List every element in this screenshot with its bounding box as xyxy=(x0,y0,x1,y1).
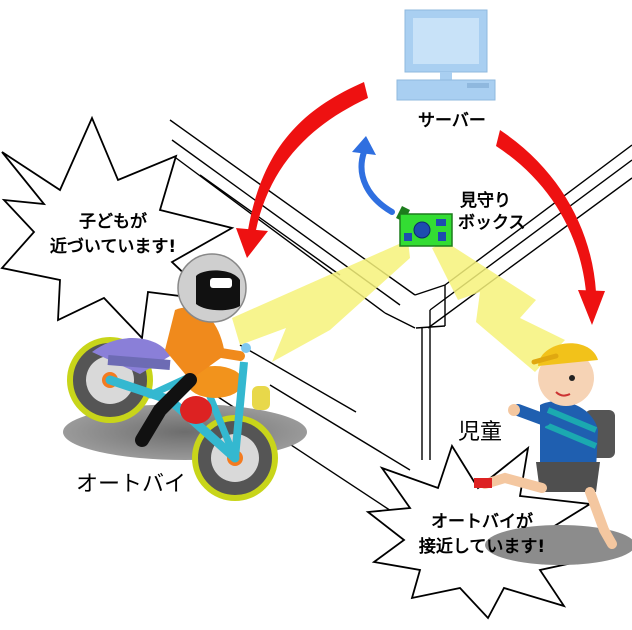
child-label: 児童 xyxy=(458,420,503,445)
rider-speech-burst xyxy=(0,115,235,340)
rider-bubble-text: 子どもが 近づいています! xyxy=(38,210,188,260)
watch-box-icon xyxy=(396,206,453,247)
rider-bubble-line1: 子どもが xyxy=(79,212,147,232)
arrow-server-to-child xyxy=(496,130,596,292)
arrow-server-to-rider xyxy=(248,82,368,230)
child-bubble-text: オートバイが 接近しています! xyxy=(402,510,562,560)
motorcycle-label: オートバイ xyxy=(76,472,187,497)
blue-arrow xyxy=(352,136,395,215)
server-label: サーバー xyxy=(418,111,486,131)
watch-box-label-line2: ボックス xyxy=(458,213,526,233)
server-computer-icon xyxy=(396,9,496,101)
rider-bubble-line2: 近づいています! xyxy=(49,237,177,257)
watch-box-label-line1: 見守り xyxy=(460,191,511,211)
child-speech-burst xyxy=(365,443,593,620)
arrow-server-to-rider-head xyxy=(236,228,268,258)
light-beams xyxy=(232,240,565,372)
arrow-server-to-child-head xyxy=(578,290,605,325)
beam-to-rider xyxy=(232,240,410,362)
motorcycle-rider-illustration xyxy=(63,253,307,501)
corridor-lines xyxy=(169,119,632,531)
child-bubble-line2: 接近しています! xyxy=(418,537,546,557)
red-arrows xyxy=(236,82,605,325)
child-illustration xyxy=(474,343,632,565)
beam-to-child xyxy=(432,242,565,372)
child-bubble-line1: オートバイが xyxy=(431,512,533,532)
